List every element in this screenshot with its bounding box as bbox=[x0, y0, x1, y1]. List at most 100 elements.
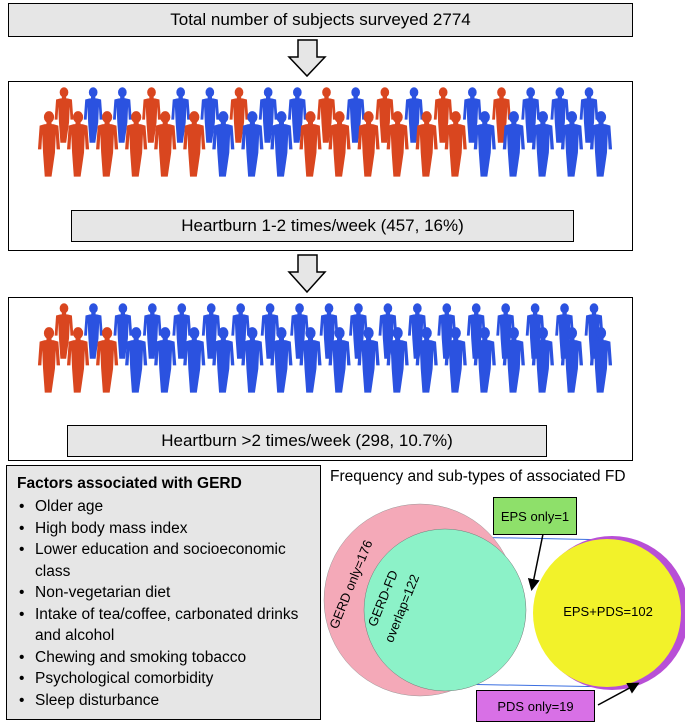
person-figure-icon bbox=[241, 327, 264, 393]
person-figure-icon bbox=[492, 87, 511, 143]
person-figure-icon bbox=[83, 87, 103, 143]
person-figure-icon bbox=[287, 87, 307, 143]
overlap-label-line1: GERD-FD bbox=[365, 568, 401, 629]
person-figure-icon bbox=[299, 327, 322, 393]
person-figure-icon bbox=[462, 87, 482, 143]
person-figure-icon bbox=[444, 327, 467, 393]
person-figure-icon bbox=[212, 111, 235, 177]
person-figure-icon bbox=[386, 111, 409, 177]
eps-pds-label: EPS+PDS=102 bbox=[563, 604, 653, 619]
person-figure-icon bbox=[502, 327, 525, 393]
person-figure-icon bbox=[328, 327, 351, 393]
person-figure-icon bbox=[154, 327, 177, 393]
person-figure-icon bbox=[113, 303, 133, 359]
person-figure-icon bbox=[589, 327, 613, 393]
factor-item: Sleep disturbance bbox=[19, 690, 320, 712]
person-figure-icon bbox=[96, 111, 119, 177]
person-figure-icon bbox=[444, 111, 467, 177]
person-figure-icon bbox=[270, 327, 293, 393]
panel1-caption: Heartburn 1-2 times/week (457, 16%) bbox=[181, 216, 464, 235]
person-figure-icon bbox=[404, 87, 424, 143]
panel-heartburn-gt2: Heartburn >2 times/week (298, 10.7%) bbox=[8, 297, 633, 461]
person-figure-icon bbox=[142, 87, 161, 143]
eps-only-label: EPS only=1 bbox=[500, 508, 570, 524]
person-figure-icon bbox=[473, 327, 496, 393]
gerd-only-circle bbox=[323, 503, 517, 697]
person-figure-icon bbox=[96, 327, 119, 393]
person-figure-icon bbox=[589, 111, 613, 177]
person-figure-icon bbox=[531, 111, 554, 177]
person-figure-icon bbox=[212, 327, 235, 393]
connector-top bbox=[459, 536, 616, 541]
person-figure-icon bbox=[415, 327, 438, 393]
person-figure-icon bbox=[496, 303, 516, 359]
person-figure-icon bbox=[125, 327, 148, 393]
person-figure-icon bbox=[54, 303, 74, 359]
factor-item: Chewing and smoking tobacco bbox=[19, 647, 320, 669]
person-figure-icon bbox=[37, 327, 61, 393]
person-figure-icon bbox=[200, 87, 220, 143]
gerd-only-label: GERD only=176 bbox=[326, 538, 375, 631]
person-figure-icon bbox=[299, 111, 322, 177]
person-figure-icon bbox=[201, 303, 221, 359]
person-figure-icon bbox=[531, 327, 554, 393]
person-figure-icon bbox=[231, 303, 251, 359]
person-figure-icon bbox=[560, 327, 583, 393]
person-figure-icon bbox=[290, 303, 309, 359]
person-figure-icon bbox=[437, 303, 457, 359]
people-figures-1 bbox=[37, 87, 613, 177]
person-figure-icon bbox=[415, 111, 438, 177]
total-subjects-box: Total number of subjects surveyed 2774 bbox=[8, 3, 633, 37]
person-figure-icon bbox=[260, 303, 280, 359]
person-figure-icon bbox=[319, 303, 339, 359]
person-figure-icon bbox=[555, 303, 574, 359]
panel2-caption: Heartburn >2 times/week (298, 10.7%) bbox=[161, 431, 453, 450]
person-figure-icon bbox=[378, 303, 398, 359]
person-figure-icon bbox=[328, 111, 351, 177]
pds-only-arrow bbox=[597, 682, 640, 706]
eps-pds-circle bbox=[533, 539, 681, 687]
person-figure-icon bbox=[183, 327, 206, 393]
connector-bottom bbox=[449, 683, 616, 688]
person-figure-icon bbox=[502, 111, 525, 177]
factors-box: Factors associated with GERD Older age H… bbox=[6, 465, 321, 720]
factor-item: Psychological comorbidity bbox=[19, 668, 320, 690]
person-figure-icon bbox=[112, 87, 132, 143]
person-figure-icon bbox=[473, 111, 496, 177]
gerd-fd-overlap-circle bbox=[363, 528, 527, 692]
person-figure-icon bbox=[349, 303, 368, 359]
person-figure-icon bbox=[407, 303, 427, 359]
person-figure-icon bbox=[550, 87, 570, 143]
people-figures-2 bbox=[37, 303, 613, 393]
panel2-caption-box: Heartburn >2 times/week (298, 10.7%) bbox=[67, 425, 547, 457]
person-figure-icon bbox=[521, 87, 541, 143]
person-figure-icon bbox=[579, 87, 599, 143]
person-figure-icon bbox=[560, 111, 583, 177]
person-figure-icon bbox=[525, 303, 545, 359]
person-figure-icon bbox=[142, 303, 162, 359]
pds-only-box: PDS only=19 bbox=[476, 690, 595, 722]
person-figure-icon bbox=[241, 111, 264, 177]
overlap-label-line2: overlap=122 bbox=[381, 572, 422, 644]
person-figure-icon bbox=[258, 87, 278, 143]
fd-title: Frequency and sub-types of associated FD bbox=[330, 468, 626, 485]
pds-edge-circle bbox=[535, 536, 685, 690]
eps-only-box: EPS only=1 bbox=[493, 497, 577, 535]
person-figure-icon bbox=[229, 87, 249, 143]
factor-item: High body mass index bbox=[19, 518, 320, 540]
person-figure-icon bbox=[67, 327, 90, 393]
factor-item: Lower education and socioeconomic class bbox=[19, 539, 320, 582]
factors-title: Factors associated with GERD bbox=[17, 475, 242, 492]
person-figure-icon bbox=[171, 87, 191, 143]
person-figure-icon bbox=[433, 87, 453, 143]
person-figure-icon bbox=[84, 303, 103, 359]
person-figure-icon bbox=[125, 111, 148, 177]
person-figure-icon bbox=[386, 327, 409, 393]
person-figure-icon bbox=[154, 111, 177, 177]
factors-list: Older age High body mass index Lower edu… bbox=[17, 496, 320, 711]
person-figure-icon bbox=[54, 87, 74, 143]
total-subjects-label: Total number of subjects surveyed 2774 bbox=[170, 10, 471, 29]
person-figure-icon bbox=[584, 303, 604, 359]
factor-item: Intake of tea/coffee, carbonated drinks … bbox=[19, 604, 320, 647]
person-figure-icon bbox=[357, 111, 380, 177]
